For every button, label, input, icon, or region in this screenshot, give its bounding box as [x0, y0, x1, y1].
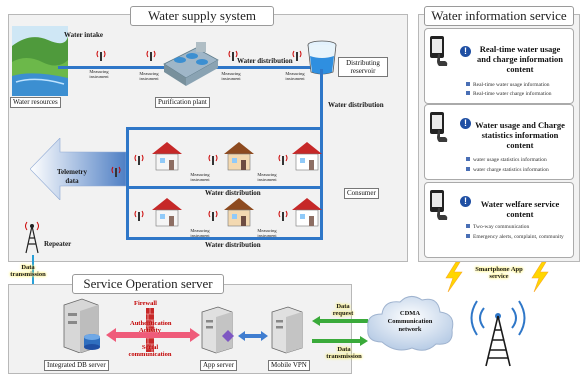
telemetry-data-label: Telemetry data — [56, 168, 88, 185]
cdma-cloud-icon — [367, 296, 454, 351]
water-distribution-label: Water distribution — [205, 241, 261, 249]
lightning-icon — [445, 262, 463, 292]
antenna-icon — [208, 210, 218, 221]
smartphone-icon — [430, 36, 444, 58]
info-card-item: water charge statistics information — [466, 167, 549, 174]
info-card-item: Real-time water charge information — [466, 91, 552, 98]
pipe — [320, 69, 323, 129]
measuring-instrument-label: Measuring instrument — [190, 228, 210, 238]
telemetry-arrow — [30, 138, 126, 200]
smartphone-icon — [430, 112, 444, 134]
pipe — [126, 237, 323, 240]
mobile-vpn-label: Mobile VPN — [268, 360, 310, 371]
measuring-instrument-label: Measuring instrument — [257, 172, 277, 182]
measuring-instrument-label: Measuring instrument — [285, 71, 305, 81]
data-request-label: Data request — [332, 303, 354, 317]
measuring-instrument-label: Measuring instrument — [139, 71, 159, 81]
antenna-icon — [134, 154, 144, 165]
house-icon — [152, 198, 182, 227]
antenna-icon — [278, 154, 288, 165]
info-card-item: Emergency alerts, complaint, community — [466, 234, 570, 241]
info-card-item: Real-time water usage information — [466, 82, 550, 89]
purification-plant-label: Purification plant — [155, 97, 210, 108]
distributing-reservoir-label: Distributing reservoir — [338, 57, 388, 77]
antenna-icon — [111, 166, 121, 177]
house-icon — [152, 142, 182, 171]
mobile-vpn-server-icon — [271, 306, 303, 354]
measuring-instrument-label: Measuring instrument — [221, 71, 241, 81]
house-icon — [292, 142, 322, 171]
alert-icon: ! — [460, 46, 471, 57]
db-server-icon — [63, 298, 100, 353]
firewall-label: Firewall — [134, 300, 157, 307]
data-request-arrow — [312, 316, 368, 326]
antenna-icon — [228, 50, 238, 61]
pipe — [126, 186, 323, 189]
info-card-item: Two-way communication — [466, 224, 529, 231]
data-transmission-label: Data transmission — [10, 264, 46, 278]
pipe — [126, 127, 129, 239]
consumer-label: Consumer — [344, 188, 379, 199]
cell-tower-icon — [470, 300, 526, 367]
authentication-label: Authentication Activity — [130, 320, 172, 334]
water-intake-label: Water intake — [64, 31, 103, 39]
info-card-title: Real-time water usage and charge informa… — [477, 44, 563, 74]
alert-icon: ! — [460, 196, 471, 207]
lightning-icon — [531, 262, 549, 292]
info-card-title: Water usage and Charge statistics inform… — [475, 120, 565, 150]
reservoir-tank-icon — [307, 40, 337, 75]
house-icon — [224, 198, 254, 227]
smartphone-app-service-label: Smartphone App service — [475, 266, 523, 280]
water-info-title: Water information service — [424, 6, 574, 26]
measuring-instrument-label: Measuring instrument — [190, 172, 210, 182]
info-card — [424, 182, 574, 258]
purification-plant-illustration — [163, 42, 219, 86]
service-operation-title: Service Operation server — [72, 274, 224, 294]
antenna-icon — [146, 50, 156, 61]
hand-icon — [437, 130, 448, 142]
house-icon — [292, 198, 322, 227]
serial-communication-label: Serial communication — [128, 344, 172, 358]
info-card — [424, 28, 574, 104]
antenna-icon — [208, 154, 218, 165]
app-server-label: App server — [200, 360, 237, 371]
data-transmission-label: Data transmission — [326, 346, 362, 360]
double-arrow — [238, 331, 268, 341]
water-distribution-label: Water distribution — [205, 189, 261, 197]
water-resources-illustration — [12, 26, 68, 96]
double-arrow — [106, 328, 200, 342]
water-resources-label: Water resources — [10, 97, 61, 108]
alert-icon: ! — [460, 118, 471, 129]
hand-icon — [437, 208, 448, 220]
measuring-instrument-label: Measuring instrument — [89, 69, 109, 79]
antenna-icon — [96, 50, 106, 61]
info-card — [424, 104, 574, 180]
info-card-item: water usage statistics information — [466, 157, 547, 164]
repeater-label: Repeater — [44, 240, 72, 248]
app-server-icon — [201, 306, 234, 354]
cdma-network-label: CDMA Communication network — [387, 310, 433, 333]
info-card-title: Water welfare service content — [480, 199, 560, 219]
pipe — [126, 127, 323, 130]
hand-icon — [437, 54, 448, 66]
water-supply-title: Water supply system — [130, 6, 274, 26]
water-distribution-label: Water distribution — [328, 101, 384, 109]
antenna-icon — [292, 50, 302, 61]
antenna-icon — [278, 210, 288, 221]
house-icon — [224, 142, 254, 171]
antenna-icon — [134, 210, 144, 221]
integrated-db-server-label: Integrated DB server — [44, 360, 109, 371]
data-transmission-arrow — [312, 336, 368, 346]
measuring-instrument-label: Measuring instrument — [257, 228, 277, 238]
water-distribution-label: Water distribution — [237, 57, 293, 65]
pipe — [320, 127, 323, 239]
smartphone-icon — [430, 190, 444, 212]
repeater-tower-icon — [25, 221, 39, 254]
